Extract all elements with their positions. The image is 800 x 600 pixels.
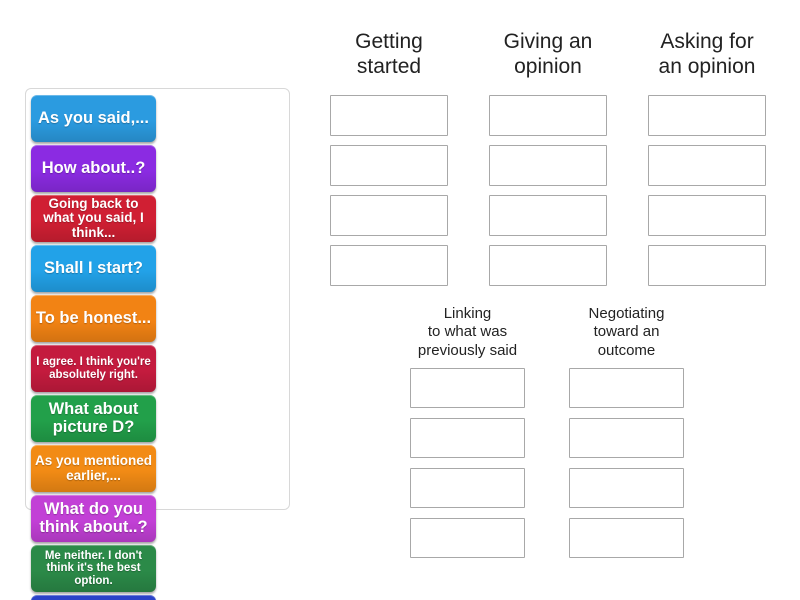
phrase-tile[interactable]: As you mentioned earlier,... (31, 445, 156, 492)
group-title-line: opinion (514, 54, 582, 78)
dropzone-getting-started-slot-1[interactable] (330, 95, 448, 136)
group-title-line: toward an (593, 323, 660, 341)
dropzone-giving-an-opinion-slot-4[interactable] (489, 245, 607, 286)
phrase-tile[interactable]: Me neither. I don't think it's the best … (31, 545, 156, 592)
phrase-tile[interactable]: Shall I start? (31, 245, 156, 292)
group-title-line: previously said (417, 341, 518, 359)
group-title-line: Negotiating (588, 305, 665, 322)
dropzone-giving-an-opinion-slot-1[interactable] (489, 95, 607, 136)
group-header-negotiating-toward-an-outcome: Negotiating toward an outcome (569, 305, 684, 360)
group-header-giving-an-opinion: Giving an opinion (489, 30, 607, 80)
dropzone-linking-to-what-was-previously-said-slot-1[interactable] (410, 368, 525, 408)
dropzone-asking-for-an-opinion-slot-2[interactable] (648, 145, 766, 186)
dropzone-linking-to-what-was-previously-said-slot-2[interactable] (410, 418, 525, 458)
dropzone-getting-started-slot-3[interactable] (330, 195, 448, 236)
group-title-line: started (356, 54, 422, 78)
phrase-tile[interactable]: Ok, in picture A we can see... (31, 595, 156, 600)
group-title-line: Giving an (503, 30, 593, 53)
phrase-tile[interactable]: As you said,... (31, 95, 156, 142)
dropzone-negotiating-toward-an-outcome-slot-4[interactable] (569, 518, 684, 558)
dropzone-getting-started-slot-4[interactable] (330, 245, 448, 286)
group-title-line: Getting (355, 30, 423, 53)
phrase-tile[interactable]: What do you think about..? (31, 495, 156, 542)
phrase-tile[interactable]: To be honest... (31, 295, 156, 342)
dropzone-giving-an-opinion-slot-2[interactable] (489, 145, 607, 186)
group-header-getting-started: Getting started (330, 30, 448, 80)
tile-grid: As you said,...How about..?Going back to… (31, 95, 284, 600)
dropzone-negotiating-toward-an-outcome-slot-2[interactable] (569, 418, 684, 458)
group-header-linking-to-what-was-previously-said: Linking to what was previously said (410, 305, 525, 360)
group-title-line: Asking for (660, 30, 754, 53)
dropzone-getting-started-slot-2[interactable] (330, 145, 448, 186)
dropzone-linking-to-what-was-previously-said-slot-3[interactable] (410, 468, 525, 508)
dropzone-asking-for-an-opinion-slot-3[interactable] (648, 195, 766, 236)
phrase-tile[interactable]: How about..? (31, 145, 156, 192)
dropzone-asking-for-an-opinion-slot-4[interactable] (648, 245, 766, 286)
group-title-line: outcome (597, 341, 656, 359)
dropzone-asking-for-an-opinion-slot-1[interactable] (648, 95, 766, 136)
group-title-line: to what was (427, 323, 508, 341)
group-title-line: an opinion (658, 54, 756, 78)
group-title-line: Linking (443, 305, 492, 322)
phrase-tile[interactable]: Going back to what you said, I think... (31, 195, 156, 242)
phrase-tile[interactable]: I agree. I think you're absolutely right… (31, 345, 156, 392)
dropzone-giving-an-opinion-slot-3[interactable] (489, 195, 607, 236)
dropzone-negotiating-toward-an-outcome-slot-3[interactable] (569, 468, 684, 508)
dropzone-negotiating-toward-an-outcome-slot-1[interactable] (569, 368, 684, 408)
dropzone-linking-to-what-was-previously-said-slot-4[interactable] (410, 518, 525, 558)
tile-tray: As you said,...How about..?Going back to… (25, 88, 290, 600)
phrase-tile[interactable]: What about picture D? (31, 395, 156, 442)
group-header-asking-for-an-opinion: Asking for an opinion (648, 30, 766, 80)
